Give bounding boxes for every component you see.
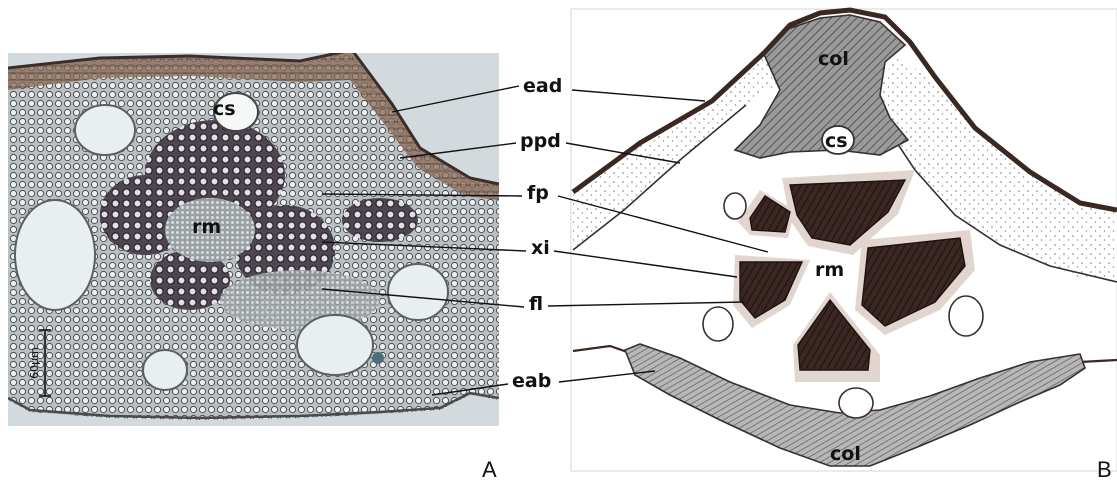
callout-ppd: ppd [520, 130, 561, 152]
photo-label-rm: rm [192, 216, 221, 238]
air-space [839, 388, 873, 418]
air-space [297, 315, 373, 375]
callout-xi: xi [531, 237, 550, 259]
air-space [724, 193, 746, 219]
stain-spot [372, 352, 384, 364]
air-space [388, 264, 448, 320]
panel-letter-a: A [482, 457, 497, 481]
callout-fp: fp [527, 182, 549, 204]
callout-ead: ead [523, 75, 562, 97]
air-space [143, 350, 187, 390]
photo-label-cs: cs [213, 98, 236, 120]
callout-eab: eab [512, 370, 551, 392]
air-space [75, 105, 135, 155]
air-space [703, 307, 733, 341]
scale-bar-label: 60µm [28, 347, 41, 379]
callout-fl: fl [529, 293, 543, 315]
micrograph: cs rm 60µm [8, 50, 499, 426]
drawing-label-rm: rm [815, 259, 844, 281]
drawing-label-col-bottom: col [830, 443, 861, 465]
air-space [949, 296, 983, 336]
drawing: col cs rm col [571, 9, 1117, 471]
air-space [15, 200, 95, 310]
panel-letter-b: B [1097, 457, 1112, 481]
drawing-label-col-top: col [818, 48, 849, 70]
drawing-label-cs: cs [825, 130, 848, 152]
xylem-cluster [342, 198, 418, 242]
